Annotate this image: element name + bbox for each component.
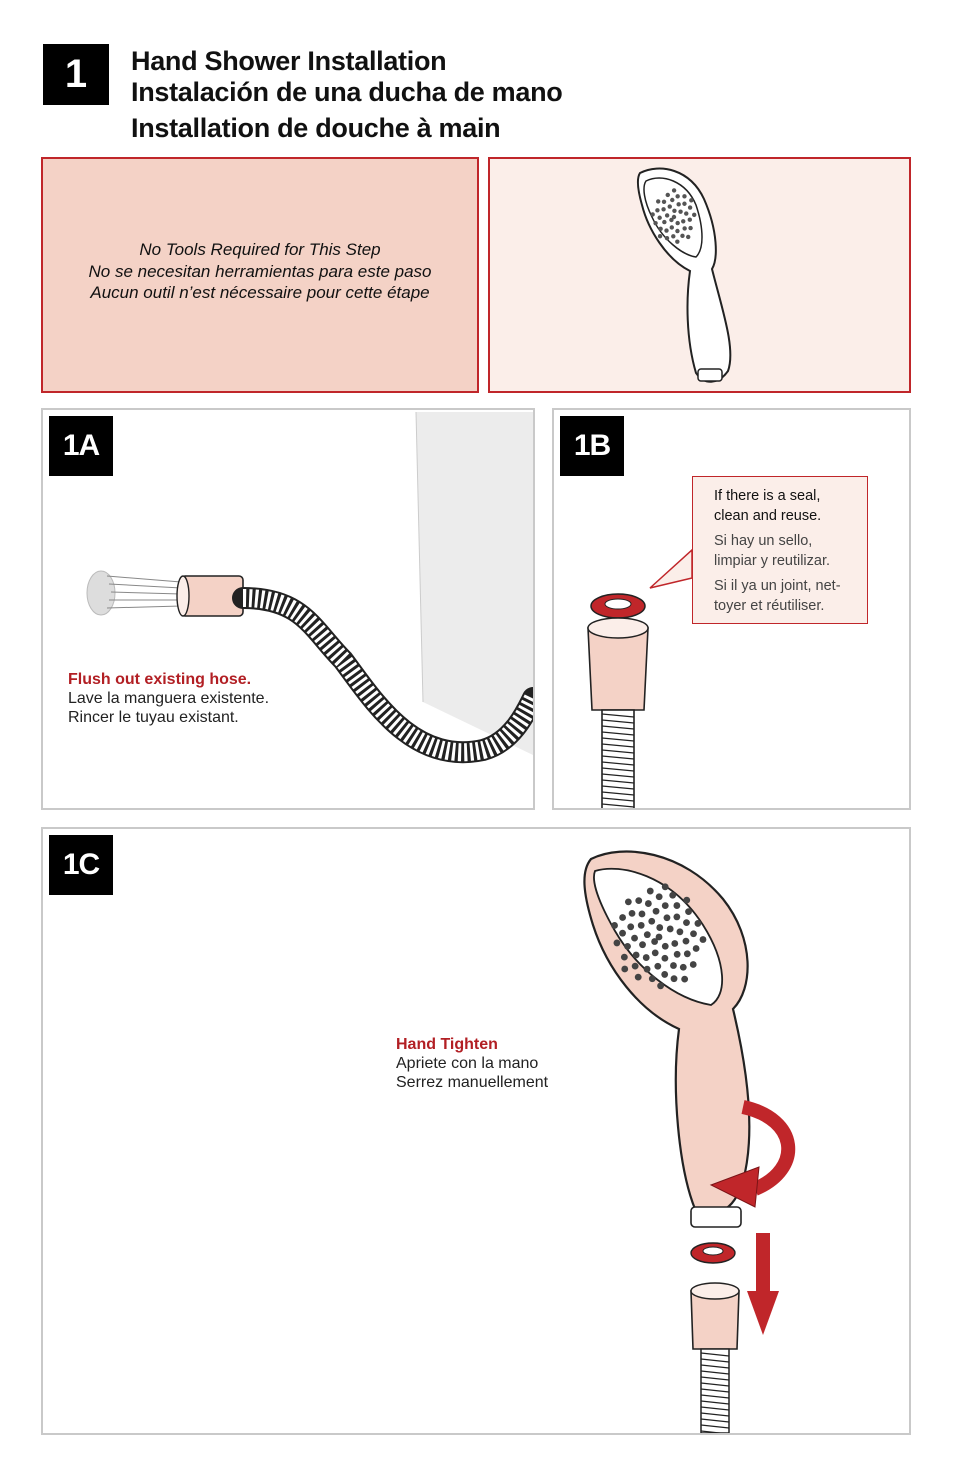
tools-notice-es: No se necesitan herramientas para este p… bbox=[88, 261, 432, 281]
step-1b-panel: 1B If there is a seal, clean and reuse. … bbox=[552, 408, 911, 810]
tools-notice-fr: Aucun outil n’est nécessaire pour cette … bbox=[90, 283, 430, 302]
step-1a-caption-es: Lave la manguera existente. bbox=[68, 690, 270, 707]
tools-notice-text: No Tools Required for This Step No se ne… bbox=[43, 239, 477, 304]
hose-flush-illustration bbox=[86, 411, 533, 763]
hand-tighten-illustration bbox=[583, 850, 796, 1433]
step-1c-caption-fr: Serrez manuellement bbox=[396, 1074, 549, 1091]
step-1a-caption-en: Flush out existing hose. bbox=[68, 671, 252, 688]
seal-callout-fr: Si il ya un joint, net-toyer et réutilis… bbox=[714, 578, 841, 614]
step-1c-caption: Hand Tighten Apriete con la mano Serrez … bbox=[396, 1035, 548, 1092]
title-english: Hand Shower Installation bbox=[131, 46, 447, 76]
title-french: Installation de douche à main bbox=[131, 113, 501, 143]
step-1c-caption-es: Apriete con la mano bbox=[396, 1055, 539, 1072]
step-1a-caption: Flush out existing hose. Lave la manguer… bbox=[68, 670, 269, 727]
step-number-badge: 1 bbox=[43, 44, 109, 105]
seal-callout: If there is a seal, clean and reuse. Si … bbox=[692, 476, 868, 624]
step-1c-badge: 1C bbox=[49, 835, 113, 895]
hand-shower-icon bbox=[636, 167, 732, 383]
seal-callout-en: If there is a seal, clean and reuse. bbox=[714, 488, 822, 524]
product-illustration-box bbox=[488, 157, 911, 393]
seal-callout-es: Si hay un sello, limpiar y reutilizar. bbox=[714, 533, 831, 569]
step-1c-panel: 1C Hand Tighten Apriete con la mano Serr… bbox=[41, 827, 911, 1435]
tools-notice-en: No Tools Required for This Step bbox=[139, 240, 381, 259]
step-1b-badge: 1B bbox=[560, 416, 624, 476]
step-1a-panel: 1A Flush out existing hose. Lave la mang… bbox=[41, 408, 535, 810]
seal-illustration bbox=[587, 548, 693, 808]
step-1a-badge: 1A bbox=[49, 416, 113, 476]
title-spanish: Instalación de una ducha de mano bbox=[131, 77, 563, 107]
step-1c-caption-en: Hand Tighten bbox=[396, 1036, 498, 1053]
step-1a-caption-fr: Rincer le tuyau existant. bbox=[68, 709, 239, 726]
tools-notice-box: No Tools Required for This Step No se ne… bbox=[41, 157, 479, 393]
